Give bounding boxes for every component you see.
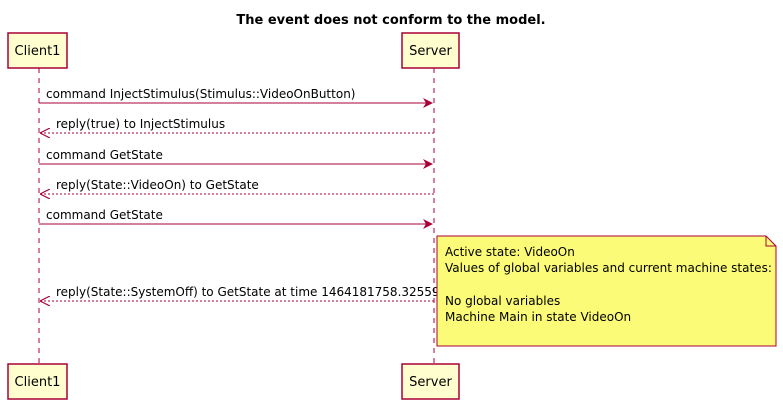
message-label: command InjectStimulus(Stimulus::VideoOn…	[46, 87, 355, 101]
message-2: reply(true) to InjectStimulus	[41, 117, 434, 133]
note-line: Active state: VideoOn	[445, 245, 575, 259]
message-5: command GetState	[39, 208, 433, 229]
note-line: Machine Main in state VideoOn	[445, 310, 631, 324]
participant-server-label: Server	[409, 375, 452, 390]
participant-client-top: Client1	[7, 32, 68, 69]
message-3: command GetState	[39, 148, 433, 169]
diagram-title: The event does not conform to the model.	[236, 13, 545, 28]
participant-server-label: Server	[409, 44, 452, 59]
participant-client-bottom: Client1	[7, 363, 68, 400]
message-label: reply(State::SystemOff) to GetState at t…	[56, 285, 447, 299]
participant-server-bottom: Server	[401, 363, 460, 400]
participant-server-top: Server	[401, 32, 460, 69]
state-note: Active state: VideoOn Values of global v…	[436, 235, 777, 347]
note-line: No global variables	[445, 294, 560, 308]
participant-client-label: Client1	[15, 44, 61, 59]
message-6: reply(State::SystemOff) to GetState at t…	[41, 285, 447, 301]
message-label: reply(State::VideoOn) to GetState	[56, 178, 259, 192]
message-1: command InjectStimulus(Stimulus::VideoOn…	[39, 87, 433, 108]
message-label: command GetState	[46, 148, 163, 162]
note-line: Values of global variables and current m…	[445, 261, 772, 275]
participant-client-label: Client1	[15, 375, 61, 390]
message-4: reply(State::VideoOn) to GetState	[41, 178, 434, 194]
message-label: reply(true) to InjectStimulus	[56, 117, 225, 131]
message-label: command GetState	[46, 208, 163, 222]
